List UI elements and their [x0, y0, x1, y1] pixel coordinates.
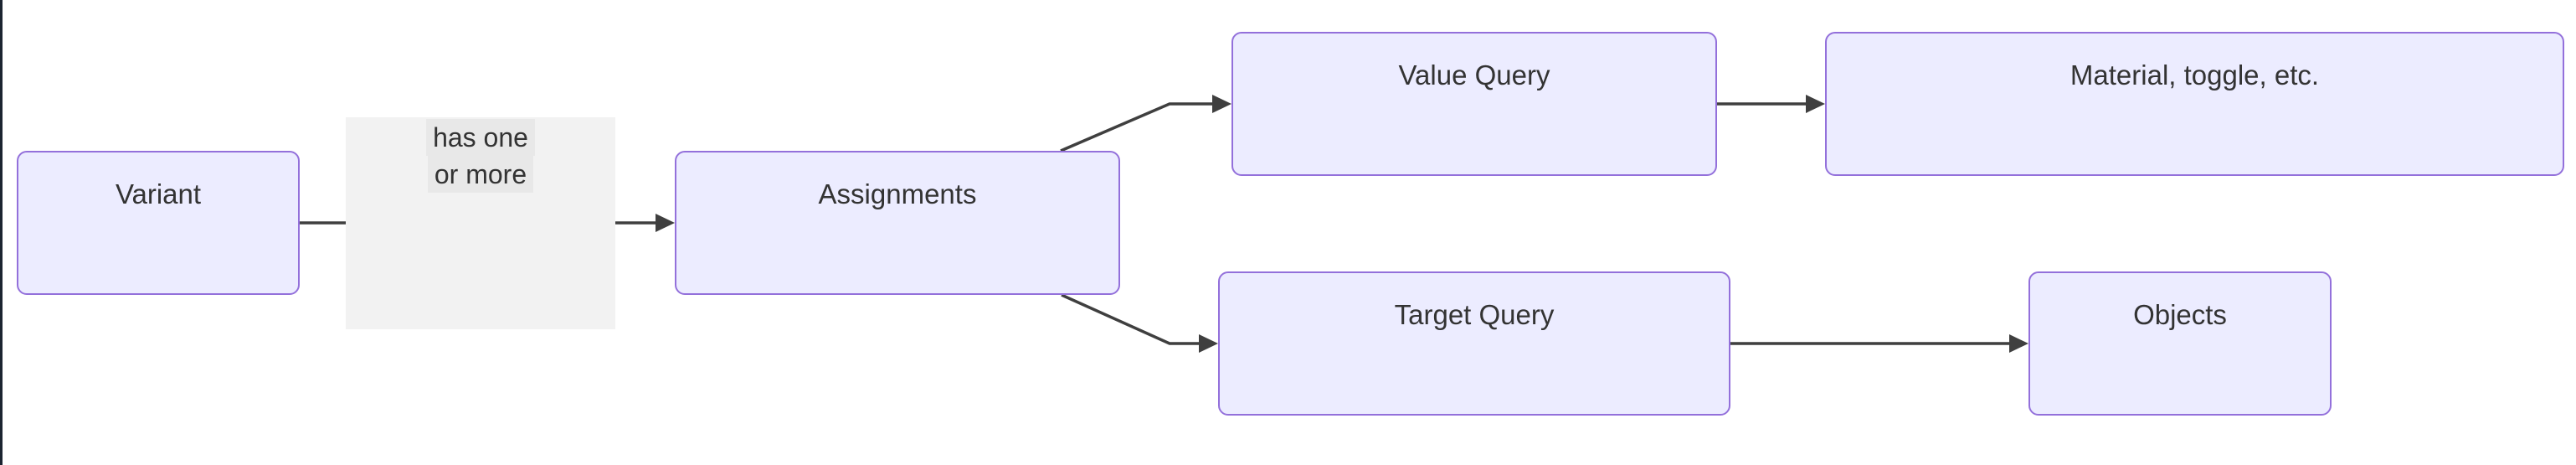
node-material-toggle-etc: Material, toggle, etc. [1825, 32, 2564, 176]
edge-label-line-2: or more [427, 156, 534, 193]
edge-assignments-value-query [1060, 102, 1212, 152]
node-material-toggle-etc-label: Material, toggle, etc. [2070, 59, 2320, 90]
node-assignments: Assignments [675, 151, 1120, 295]
node-variant-label: Variant [115, 178, 202, 209]
arrowhead-into-assignments [656, 214, 675, 232]
node-variant: Variant [17, 151, 300, 295]
node-objects-label: Objects [2133, 299, 2227, 330]
left-frame-line [0, 0, 3, 465]
edge-label-line-1: has one [426, 119, 535, 156]
arrowhead-into-target-query [1199, 334, 1218, 353]
node-objects: Objects [2028, 271, 2332, 416]
arrowhead-into-value-query [1212, 95, 1231, 113]
node-target-query: Target Query [1218, 271, 1730, 416]
edge-assignments-target-query [1061, 293, 1199, 345]
arrowhead-into-objects [2009, 334, 2028, 353]
node-value-query-label: Value Query [1398, 59, 1550, 90]
edge-label-has-one-or-more: has one or more [346, 117, 615, 329]
node-target-query-label: Target Query [1394, 299, 1555, 330]
node-assignments-label: Assignments [818, 178, 977, 209]
node-value-query: Value Query [1231, 32, 1717, 176]
arrowhead-into-material [1806, 95, 1825, 113]
